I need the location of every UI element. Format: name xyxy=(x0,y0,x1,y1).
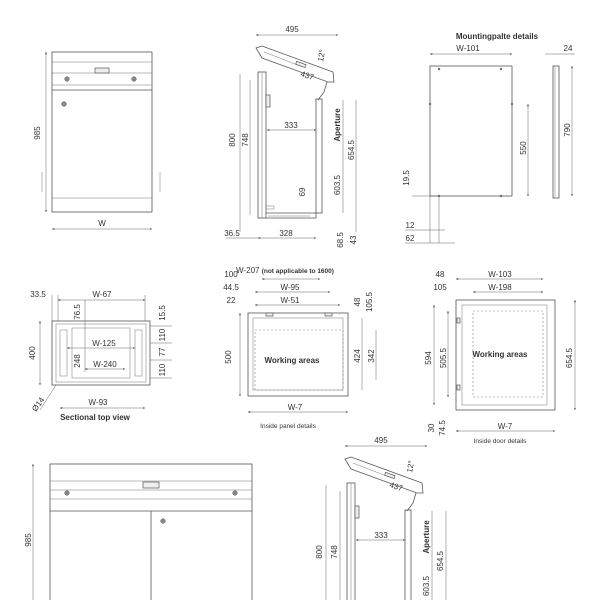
dim-19-5: 19.5 xyxy=(402,170,411,186)
dim-depth: 495 xyxy=(285,25,299,34)
screw-icon xyxy=(131,76,137,82)
dim-w-207: W-207 (not applicable to 1600) xyxy=(236,266,334,275)
sectional-top-view-caption: Sectional top view xyxy=(60,413,131,422)
screw-icon xyxy=(64,490,70,496)
dim-790: 790 xyxy=(563,123,572,137)
inside-door-details: 48 W-103 105 W-198 594 505.5 Working are… xyxy=(424,270,576,445)
screw-icon xyxy=(232,490,238,496)
dim-width: W xyxy=(98,219,106,228)
dim-w-51: W-51 xyxy=(281,296,301,305)
dim-424: 424 xyxy=(353,349,362,363)
inside-panel-caption: Inside panel details xyxy=(260,423,316,430)
dim-w-93: W-93 xyxy=(89,398,109,407)
dim-lid: 437 xyxy=(299,69,315,82)
dim-w-125: W-125 xyxy=(92,339,116,348)
dim-inner-depth: 333 xyxy=(284,121,298,130)
dim-depth: 495 xyxy=(374,436,388,445)
dim-12: 12 xyxy=(406,221,415,230)
mounting-plate-title: Mountingpalte details xyxy=(456,32,539,41)
dim-328: 328 xyxy=(279,229,293,238)
dim-76-5: 76.5 xyxy=(73,304,82,320)
screw-icon xyxy=(64,76,70,82)
working-areas-label: Working areas xyxy=(265,356,321,365)
dim-800: 800 xyxy=(228,133,237,147)
dim-603-5: 603.5 xyxy=(333,174,342,195)
dim-inner-depth: 333 xyxy=(374,531,388,540)
dim-15-5: 15.5 xyxy=(158,305,167,321)
dim-height: 985 xyxy=(24,533,33,547)
dim-62: 62 xyxy=(406,234,415,243)
side-view-2: 495 12° 437 333 800 748 Aperture 654.5 6… xyxy=(315,436,447,600)
inside-door-caption: Inside door details xyxy=(474,438,528,445)
dim-w-7: W-7 xyxy=(288,403,303,412)
dim-diameter-14: Ø14 xyxy=(30,395,46,413)
dim-lid-angle: 12° xyxy=(316,49,327,62)
handle-icon xyxy=(94,67,110,74)
dim-105: 105 xyxy=(433,283,447,292)
inside-panel-details: 100 W-207 (not applicable to 1600) 44.5 … xyxy=(223,266,377,430)
dim-w-240: W-240 xyxy=(93,360,117,369)
dim-30: 30 xyxy=(427,423,436,432)
dim-width: W-101 xyxy=(456,44,480,53)
dim-342: 342 xyxy=(367,349,376,363)
dim-44-5: 44.5 xyxy=(223,283,239,292)
dim-110: 110 xyxy=(158,328,167,341)
working-areas-label: Working areas xyxy=(473,350,529,359)
aperture-label: Aperture xyxy=(422,520,431,554)
dim-505-5: 505.5 xyxy=(439,347,448,368)
dim-w-67: W-67 xyxy=(93,290,113,299)
dim-height: 985 xyxy=(33,126,42,140)
dim-500: 500 xyxy=(224,350,233,364)
dim-74-5: 74.5 xyxy=(438,420,447,436)
dim-748: 748 xyxy=(330,545,339,559)
aperture-label: Aperture xyxy=(333,108,342,142)
dim-110: 110 xyxy=(158,363,167,376)
dim-lid-angle: 12° xyxy=(405,460,416,473)
dim-w-7: W-7 xyxy=(498,422,513,431)
dim-603-5: 603.5 xyxy=(422,575,431,596)
dim-48: 48 xyxy=(353,297,362,306)
lock-icon xyxy=(61,101,67,107)
dim-748: 748 xyxy=(241,133,250,147)
handle-icon xyxy=(142,481,160,489)
dim-43: 43 xyxy=(349,235,358,244)
dim-594: 594 xyxy=(424,351,433,365)
dim-400: 400 xyxy=(28,346,37,360)
dim-w-103: W-103 xyxy=(488,270,512,279)
dim-22: 22 xyxy=(227,296,236,305)
dim-248: 248 xyxy=(73,354,82,368)
dim-24: 24 xyxy=(564,44,573,53)
dim-800: 800 xyxy=(315,545,324,559)
front-view-single-door: 985 W xyxy=(33,51,161,230)
mounting-plate-details: Mountingpalte details W-101 550 24 790 1… xyxy=(402,32,575,244)
dim-w-95: W-95 xyxy=(281,283,301,292)
dim-68-5: 68.5 xyxy=(336,232,345,248)
dim-w-198: W-198 xyxy=(488,283,512,292)
lock-icon xyxy=(160,518,166,524)
dim-77: 77 xyxy=(158,347,167,356)
dim-100: 100 xyxy=(224,270,238,279)
front-view-double-door: 985 xyxy=(24,463,253,600)
dim-550: 550 xyxy=(519,141,528,155)
dim-33-5: 33.5 xyxy=(30,290,46,299)
side-view-1: 495 12° 437 333 800 748 Aperture 654.5 6… xyxy=(224,25,358,248)
dim-48: 48 xyxy=(436,270,445,279)
dim-69: 69 xyxy=(298,187,307,196)
dim-654-5: 654.5 xyxy=(347,139,356,160)
dim-36-5: 36.5 xyxy=(224,229,240,238)
dim-654-5: 654.5 xyxy=(565,347,574,368)
dim-105-5: 105.5 xyxy=(365,291,374,312)
dim-654-5: 654.5 xyxy=(436,550,445,571)
sectional-top-view: 33.5 W-67 76.5 15.5 400 W-125 W-240 248 … xyxy=(28,290,172,422)
dim-lid: 437 xyxy=(388,480,404,493)
